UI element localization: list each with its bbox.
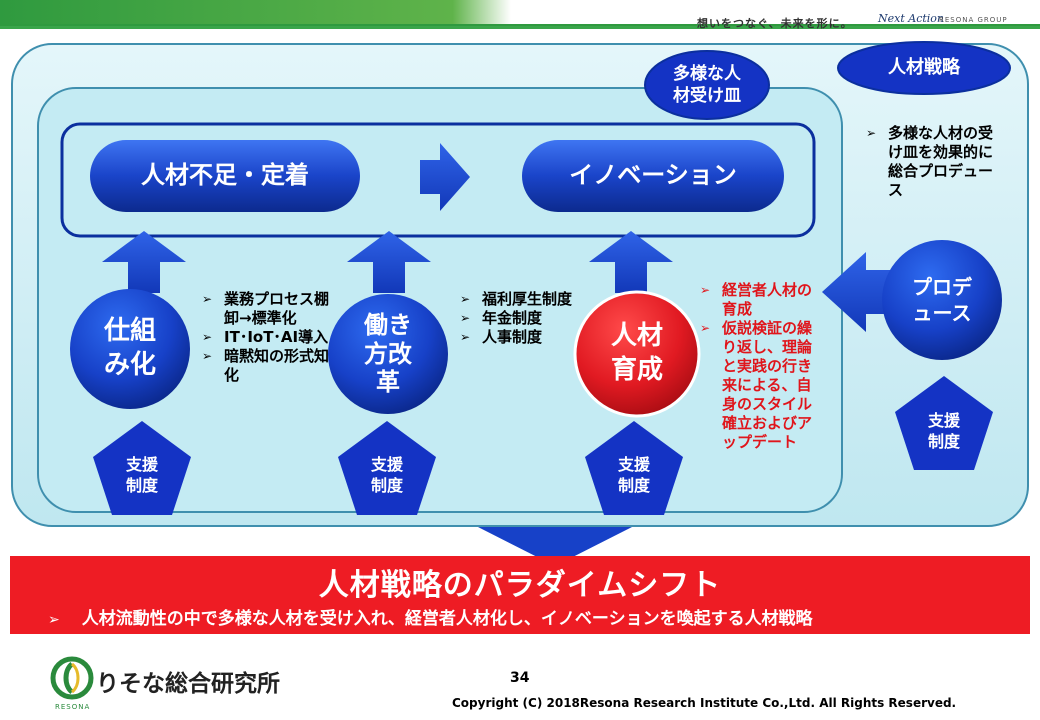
bullet-arrow-icon: ➢ <box>460 292 471 306</box>
banner-subtitle: ➢人材流動性の中で多様な人材を受け入れ、経営者人材化し、イノベーションを喚起する… <box>48 609 813 629</box>
list-item: ➢年金制度 <box>460 309 543 327</box>
list-item: ➢業務プロセス棚卸→標準化 <box>202 290 330 327</box>
right-arrow-icon <box>420 143 470 211</box>
resona-logo-icon <box>50 656 94 700</box>
circle-mechanism-label: 仕組 み化 <box>103 316 156 380</box>
list-produce: ➢多様な人材の受け皿を効果的に総合プロデュース <box>866 124 1000 200</box>
list-item: ➢IT･IoT･AI導入 <box>202 328 329 346</box>
pill-labor-shortage <box>90 140 360 212</box>
pentagon-support-label: 支援 制度 <box>125 455 158 495</box>
circle-talent-development <box>573 290 701 418</box>
circle-mechanism <box>70 289 190 409</box>
bullet-arrow-icon: ➢ <box>866 126 877 140</box>
pill-labor-shortage-label: 人材不足・定着 <box>141 161 309 190</box>
circle-produce-label: プロデ ュース <box>912 275 972 325</box>
pentagon-support-system <box>895 376 993 470</box>
oval-diversity-receptacle <box>644 50 770 120</box>
left-arrow-icon <box>822 252 890 332</box>
bullet-arrow-icon: ➢ <box>460 311 471 325</box>
bullet-arrow-icon: ➢ <box>48 612 60 628</box>
oval-hr-strategy <box>837 41 1011 95</box>
circle-talent-development-label: 人材 育成 <box>610 321 663 385</box>
page-number: 34 <box>510 670 530 686</box>
list-talent-development: ➢経営者人材の育成 ➢仮説検証の繰り返し、理論と実践の行き来による、自身のスタイ… <box>700 281 822 452</box>
circle-work-reform-label: 働き 方改 革 <box>364 310 412 397</box>
list-item: ➢仮説検証の繰り返し、理論と実践の行き来による、自身のスタイル確立およびアップデ… <box>700 319 813 451</box>
pentagon-support-label: 支援 制度 <box>927 411 960 451</box>
banner-title: 人材戦略のパラダイムシフト <box>318 568 722 603</box>
bullet-arrow-icon: ➢ <box>202 330 213 344</box>
header-tagline: 想いをつなぐ、未来を形に。 <box>697 17 853 30</box>
bullet-arrow-icon: ➢ <box>202 292 213 306</box>
top-row-frame <box>60 122 816 238</box>
oval-diversity-receptacle-label: 多様な人 材受け皿 <box>673 63 741 106</box>
pentagon-support-label: 支援 制度 <box>617 455 650 495</box>
list-mechanism: ➢業務プロセス棚卸→標準化 ➢IT･IoT･AI導入 ➢暗黙知の形式知化 <box>202 290 330 385</box>
list-item: ➢多様な人材の受け皿を効果的に総合プロデュース <box>866 124 994 199</box>
pentagon-support-label: 支援 制度 <box>370 455 403 495</box>
pentagon-support-system <box>585 421 683 515</box>
circle-work-reform <box>328 294 448 414</box>
company-logo-subtext: RESONA <box>55 703 91 711</box>
circle-produce <box>882 240 1002 360</box>
header-bar: 想いをつなぐ、未来を形に。 Next Action RESONA GROUP <box>0 0 1040 42</box>
copyright-text: Copyright (C) 2018Resona Research Instit… <box>452 696 957 710</box>
pill-innovation-label: イノベーション <box>569 161 737 190</box>
list-item: ➢経営者人材の育成 <box>700 281 813 318</box>
oval-hr-strategy-label: 人材戦略 <box>888 57 960 79</box>
header-green-swoosh <box>0 0 1040 29</box>
up-arrow-icon <box>347 231 431 293</box>
pill-innovation <box>522 140 784 212</box>
up-arrow-icon <box>102 231 186 293</box>
bullet-arrow-icon: ➢ <box>700 283 711 297</box>
pentagon-support-system <box>338 421 436 515</box>
bullet-arrow-icon: ➢ <box>202 349 213 363</box>
down-arrow-icon <box>478 527 632 566</box>
list-work-reform: ➢福利厚生制度 ➢年金制度 ➢人事制度 <box>460 290 588 347</box>
resona-group-text: RESONA GROUP <box>939 16 1008 24</box>
bullet-arrow-icon: ➢ <box>460 330 471 344</box>
up-arrow-icon <box>589 231 673 293</box>
list-item: ➢福利厚生制度 <box>460 290 573 308</box>
bullet-arrow-icon: ➢ <box>700 321 711 335</box>
paradigm-shift-banner: 人材戦略のパラダイムシフト ➢人材流動性の中で多様な人材を受け入れ、経営者人材化… <box>10 556 1030 634</box>
list-item: ➢暗黙知の形式知化 <box>202 347 330 384</box>
list-item: ➢人事制度 <box>460 328 543 346</box>
pentagon-support-system <box>93 421 191 515</box>
company-logo-text: りそな総合研究所 <box>96 671 280 697</box>
brand-script-logo: Next Action <box>878 12 945 25</box>
